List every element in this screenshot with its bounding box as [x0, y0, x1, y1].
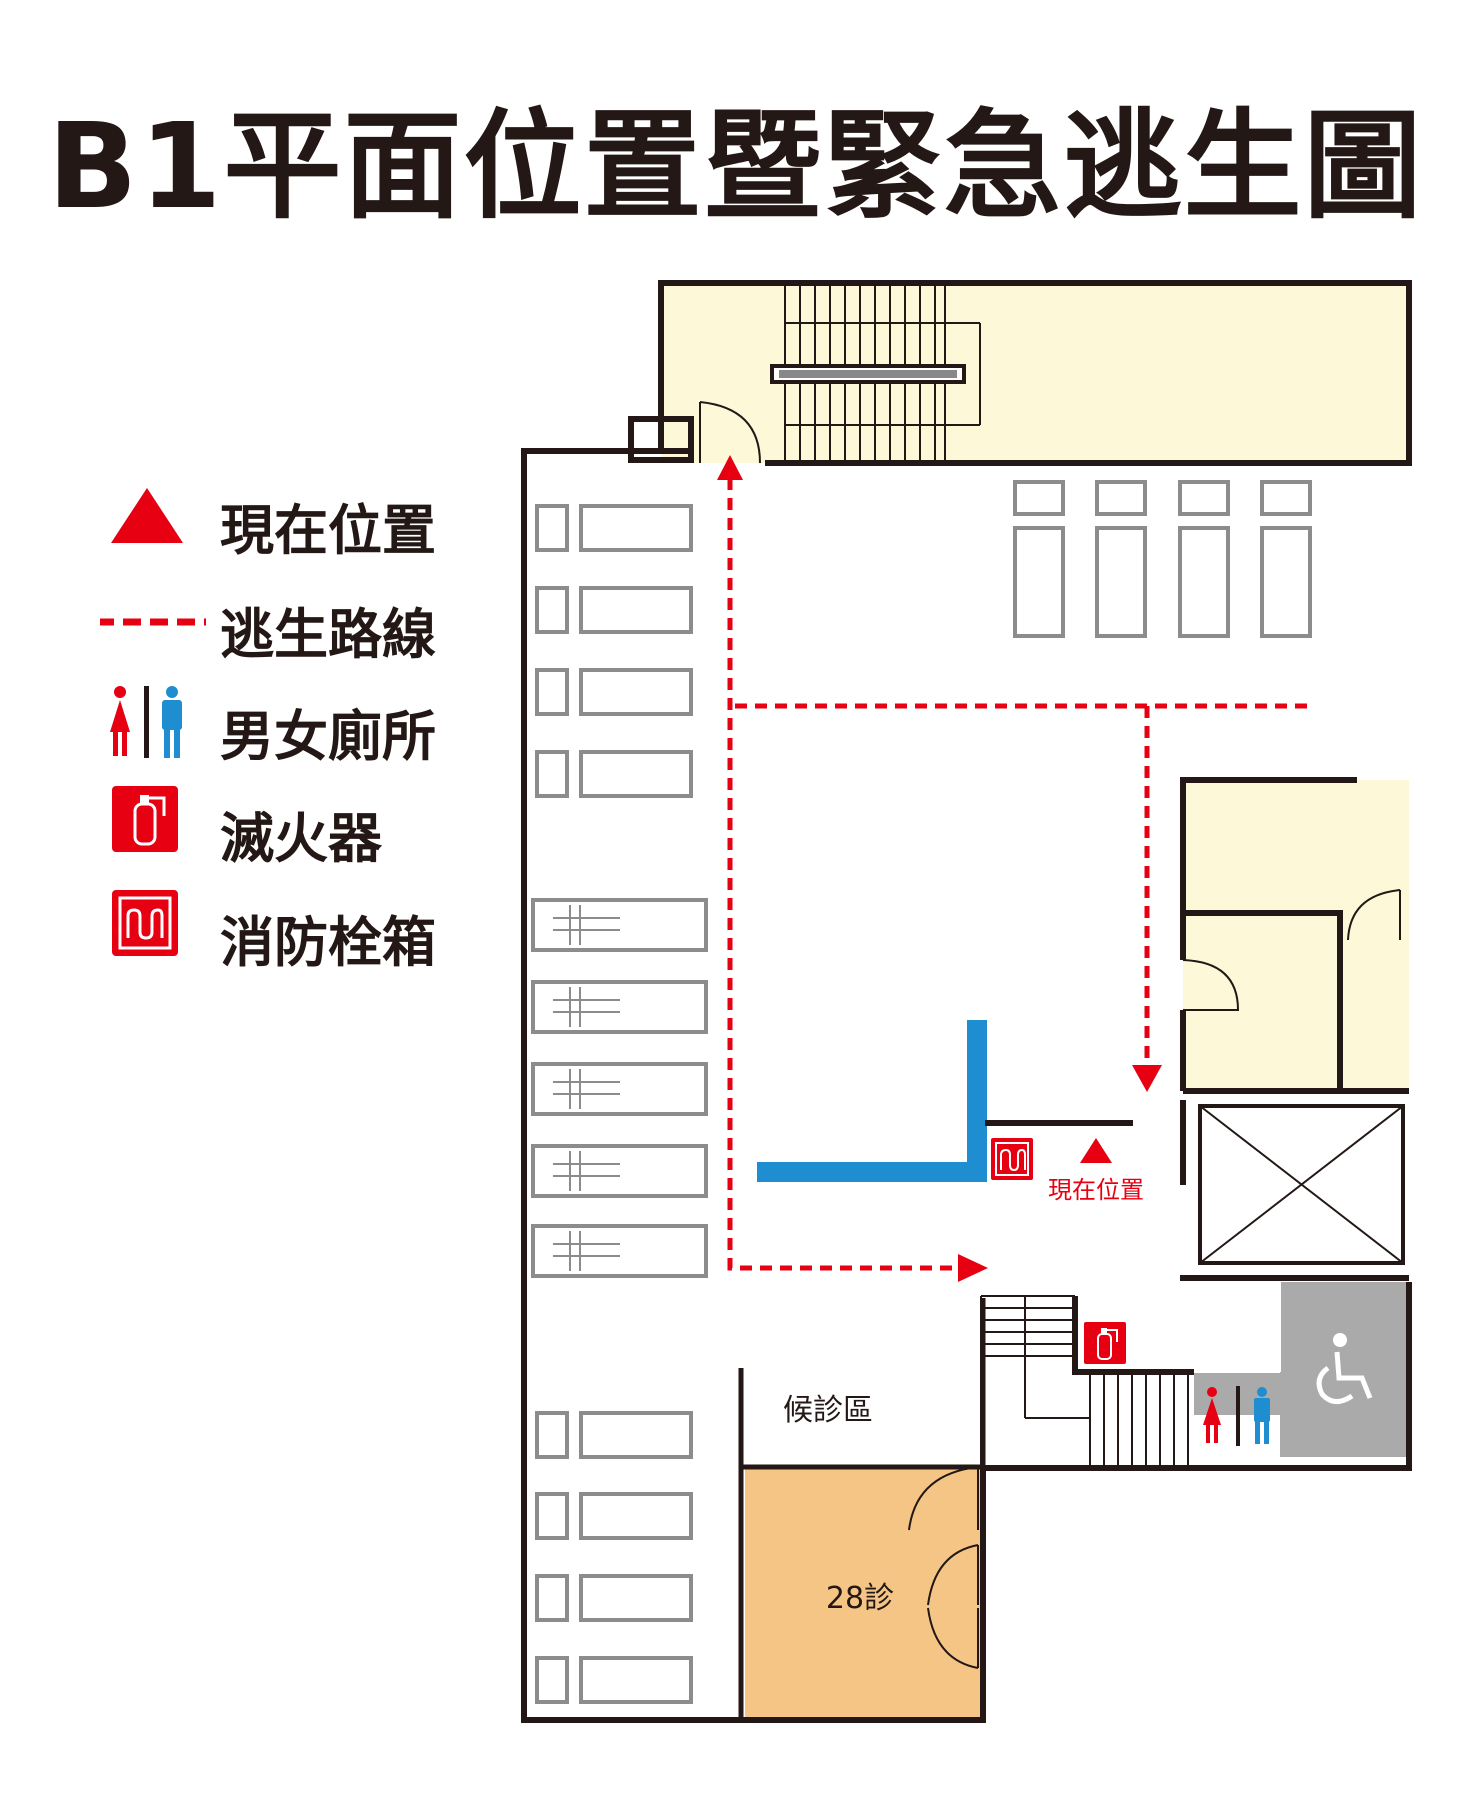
- bed-group-top: [1013, 480, 1312, 638]
- legend-item-restrooms: 男女廁所: [100, 684, 500, 768]
- legend-label: 滅火器: [220, 807, 382, 870]
- legend-label: 消防栓箱: [220, 911, 436, 974]
- clinic-room-label: 28診: [826, 1581, 894, 1616]
- legend-item-escape-route: 逃生路線: [100, 582, 500, 666]
- triangle-icon: [111, 488, 183, 543]
- chair-details: [532, 902, 620, 1271]
- treatment-chairs: [531, 898, 708, 1278]
- dashed-line-icon: [100, 618, 206, 626]
- building-walls: [521, 280, 1412, 1723]
- bed-group-left: [535, 504, 693, 1704]
- legend-label: 男女廁所: [220, 705, 436, 768]
- fire-extinguisher-icon: [1084, 1322, 1126, 1364]
- route-arrow-right: [958, 1254, 988, 1282]
- waiting-area-label: 候診區: [783, 1393, 873, 1428]
- handrail-fill: [779, 370, 957, 378]
- clinic-room-28: [745, 1467, 983, 1721]
- page-title: B1平面位置暨緊急逃生圖: [47, 97, 1424, 235]
- door-swing: [699, 401, 761, 464]
- legend-label: 逃生路線: [220, 603, 436, 666]
- nurse-counter: [757, 1020, 987, 1182]
- clinic-doors: [908, 1466, 979, 1669]
- restroom-icon: [110, 686, 182, 758]
- elevator: [1198, 1104, 1405, 1265]
- door-swing: [1347, 889, 1401, 941]
- current-position-label: 現在位置: [1048, 1176, 1144, 1204]
- door-swing: [1182, 959, 1240, 1011]
- route-arrow-up: [717, 455, 743, 480]
- route-arrow-down: [1132, 1065, 1162, 1092]
- you-are-here-marker: [1080, 1138, 1112, 1163]
- legend-item-extinguisher: 滅火器: [100, 786, 500, 870]
- fire-extinguisher-icon: [112, 786, 178, 852]
- legend-item-hydrant: 消防栓箱: [100, 890, 500, 974]
- restroom-icon: [1203, 1386, 1270, 1446]
- escape-route: [727, 478, 1310, 1271]
- legend-item-you-are-here: 現在位置: [100, 478, 500, 562]
- legend-label: 現在位置: [220, 499, 436, 562]
- utility-walls: [1180, 777, 1409, 1281]
- accessible-restroom: [1280, 1282, 1407, 1457]
- wall: [1072, 1296, 1194, 1375]
- lower-staircase: [980, 1295, 1189, 1465]
- fire-hydrant-box-icon: [991, 1138, 1033, 1180]
- fire-hydrant-box-icon: [112, 890, 178, 956]
- wheelchair-icon: [1316, 1333, 1373, 1404]
- utility-room: [1183, 780, 1409, 1091]
